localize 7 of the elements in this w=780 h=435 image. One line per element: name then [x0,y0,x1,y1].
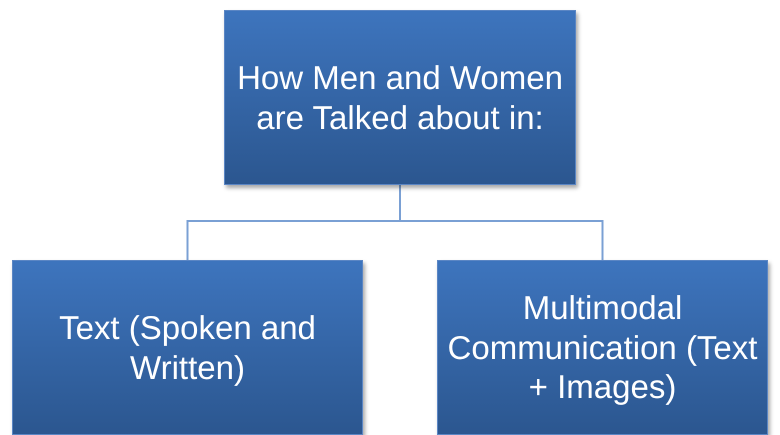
process-box [437,260,768,435]
process-box [12,260,363,435]
box-label: Text (Spoken and Written) [58,308,317,388]
box-label: Multimodal Communication (Text + Images) [446,288,758,407]
connector-line [399,185,604,260]
box-label: How Men and Women are Talked about in: [236,58,564,138]
process-box [224,10,576,185]
